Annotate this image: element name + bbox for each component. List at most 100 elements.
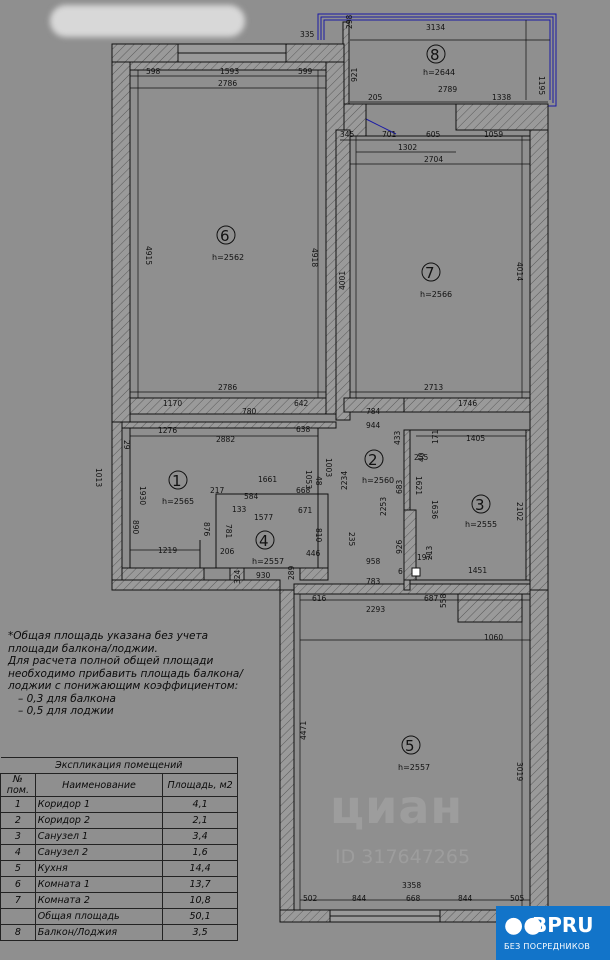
dim-label: 1661 (258, 475, 277, 484)
dim-label: 1302 (398, 143, 417, 152)
dim-label: 598 (146, 67, 161, 76)
room-height-5: h=2557 (398, 763, 430, 772)
dim-label: 217 (210, 486, 225, 495)
room-number-2: 2 (368, 451, 378, 469)
cell-name: Коридор 2 (34, 812, 164, 829)
people-icon: ●● (504, 913, 543, 938)
cell-name: Кухня (34, 860, 164, 877)
dim-label: 958 (366, 557, 381, 566)
dim-label: 638 (296, 425, 311, 434)
dim-label: 1219 (158, 546, 177, 555)
cell-area: 50,1 (162, 908, 238, 925)
dim-label: 213 (425, 545, 434, 560)
dim-label: 921 (350, 67, 359, 82)
dim-label: 1276 (158, 426, 177, 435)
dim-label: 433 (393, 430, 402, 445)
dim-label: 505 (510, 894, 525, 903)
dim-label: 4918 (310, 248, 319, 267)
dim-label: 1746 (458, 399, 477, 408)
dim-label: 701 (382, 130, 397, 139)
dim-label: 40 (417, 452, 426, 462)
room-height-4: h=2557 (252, 557, 284, 566)
note-line: Для расчета полной общей площади необход… (8, 655, 243, 692)
room-number-4: 4 (259, 532, 269, 550)
cian-watermark: циан ID 317647265 (330, 780, 470, 868)
dim-label: 780 (242, 407, 257, 416)
redacted-smudge (50, 5, 245, 37)
room-height-6: h=2562 (212, 253, 244, 262)
dim-label: 502 (303, 894, 318, 903)
dim-label: 197 (417, 553, 432, 562)
dim-label: 1053 (304, 470, 313, 489)
dim-label: 345 (340, 130, 355, 139)
dim-label: 4001 (338, 271, 347, 290)
dim-label: 930 (256, 571, 271, 580)
dim-label: 1013 (94, 468, 103, 487)
cell-name: Коридор 1 (34, 796, 164, 813)
windows (177, 43, 441, 923)
dim-label: 2253 (379, 497, 388, 516)
dim-label: 642 (294, 399, 309, 408)
room-number-3: 3 (475, 496, 485, 514)
cell-area: 13,7 (162, 876, 238, 893)
dim-label: 890 (131, 520, 140, 535)
dim-label: 1593 (220, 67, 239, 76)
dim-label: 844 (352, 894, 367, 903)
room-height-8: h=2644 (423, 68, 455, 77)
cell-area: 4,1 (162, 796, 238, 813)
dim-label: 2704 (424, 155, 443, 164)
cell-area: 2,1 (162, 812, 238, 829)
cell-name: Комната 2 (34, 892, 164, 909)
dimension-lines (130, 20, 550, 910)
dim-label: 335 (300, 30, 315, 39)
door-swing (363, 117, 397, 135)
room-height-2: h=2560 (362, 476, 394, 485)
cell-name: Комната 1 (34, 876, 164, 893)
explication-title: Экспликация помещений (0, 757, 238, 774)
header-cell: Наименование (34, 773, 164, 797)
cell-area: 3,4 (162, 828, 238, 845)
cell-area: 10,8 (162, 892, 238, 909)
dim-label: 2786 (218, 383, 237, 392)
cell-num: 7 (0, 892, 36, 909)
dim-label: 687 (424, 594, 439, 603)
cell-name: Балкон/Лоджия (34, 924, 164, 941)
logo-name: BPRU (532, 913, 594, 937)
cell-area: 14,4 (162, 860, 238, 877)
dim-label: 599 (298, 67, 313, 76)
dim-label: 171 (431, 429, 440, 444)
room-height-3: h=2555 (465, 520, 497, 529)
dimension-labels: 335 298 3134 1195 921 598 1593 599 2786 … (94, 14, 546, 903)
room-number-8: 8 (430, 46, 440, 64)
cell-num (0, 908, 36, 925)
dim-label: 29 (122, 440, 131, 450)
note-line: *Общая площадь указана без учета площади… (8, 630, 209, 655)
cell-num: 1 (0, 796, 36, 813)
header-cell: Площадь, м2 (162, 773, 238, 797)
dim-label: 2102 (515, 502, 524, 521)
dim-label: 2786 (218, 79, 237, 88)
dim-label: 683 (395, 479, 404, 494)
dim-label: 844 (458, 894, 473, 903)
room-number-5: 5 (405, 737, 415, 755)
watermark-brand: циан (330, 780, 464, 834)
dim-label: 3019 (515, 762, 524, 781)
dim-label: 876 (202, 522, 211, 537)
dim-label: 2882 (216, 435, 235, 444)
dim-label: 926 (395, 539, 404, 554)
dim-label: 1930 (138, 486, 147, 505)
bpru-logo[interactable]: ●● BPRU БЕЗ ПОСРЕДНИКОВ (496, 906, 610, 960)
dim-label: 944 (366, 421, 381, 430)
dim-label: 616 (312, 594, 327, 603)
dim-label: 783 (366, 577, 381, 586)
dim-label: 584 (244, 492, 259, 501)
dim-label: 1003 (324, 458, 333, 477)
dim-label: 446 (306, 549, 321, 558)
dim-label: 2234 (340, 471, 349, 490)
